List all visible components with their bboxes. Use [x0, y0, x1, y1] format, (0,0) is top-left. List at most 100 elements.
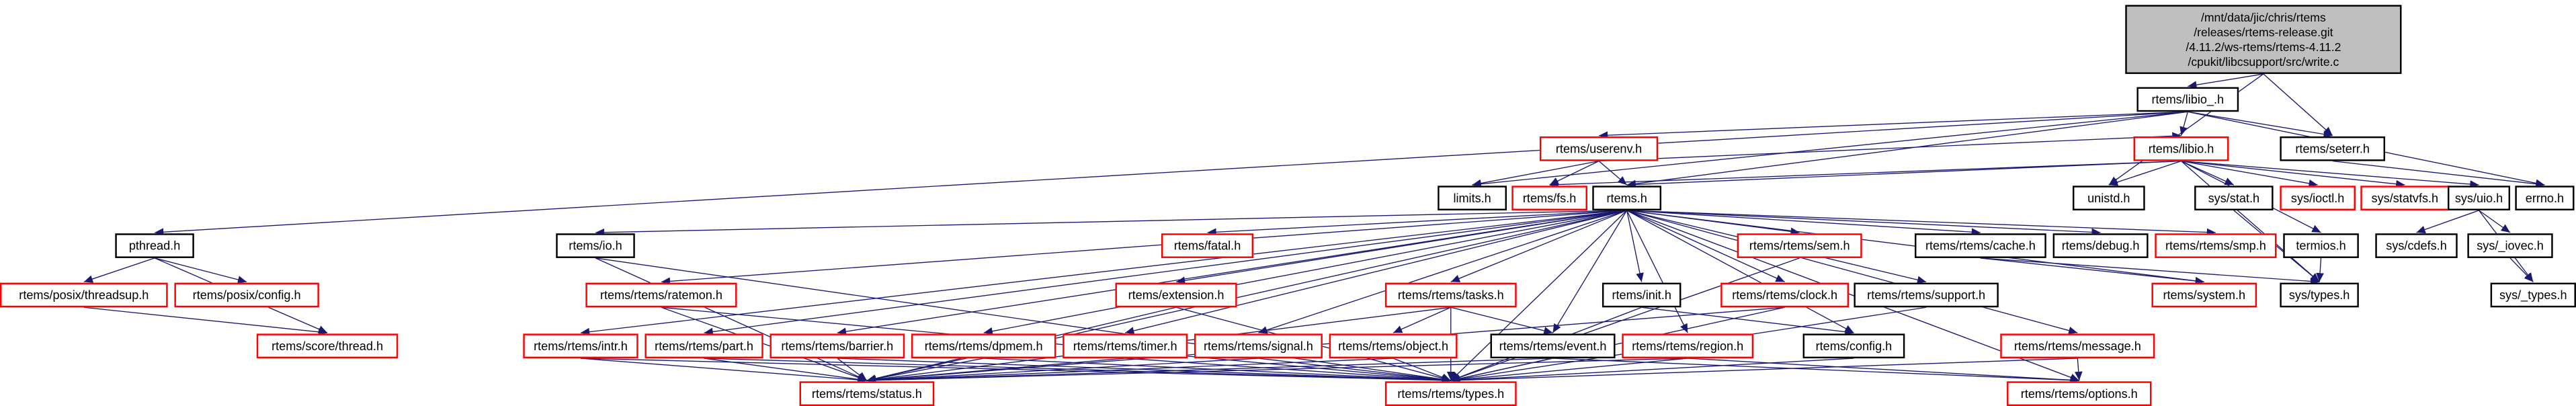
graph-node-libio_[interactable]: rtems/libio_.h [2136, 87, 2239, 112]
graph-edge-libio-sysstat [2181, 161, 2235, 186]
graph-node-sysiovec[interactable]: sys/_iovec.h [2467, 233, 2553, 258]
graph-edge-barrier-rtypes [837, 358, 1451, 384]
graph-node-object[interactable]: rtems/rtems/object.h [1329, 333, 1458, 359]
graph-node-sys_types[interactable]: sys/_types.h [2490, 282, 2576, 308]
graph-node-thread[interactable]: rtems/score/thread.h [256, 333, 399, 359]
graph-node-systypes[interactable]: sys/types.h [2280, 282, 2359, 308]
graph-node-libio[interactable]: rtems/libio.h [2133, 136, 2229, 161]
graph-edge-sysiovec-sys_types [2509, 257, 2534, 282]
graph-node-unistd[interactable]: unistd.h [2072, 186, 2145, 210]
graph-node-pthread[interactable]: pthread.h [115, 233, 194, 258]
graph-node-cache[interactable]: rtems/rtems/cache.h [1915, 233, 2046, 258]
graph-edge-libio_-userenv [1599, 111, 2188, 140]
graph-node-limits[interactable]: limits.h [1438, 186, 1507, 210]
graph-edge-region-rtypes [1450, 358, 1688, 384]
graph-edge-part-rtypes [704, 358, 1451, 384]
graph-node-smp[interactable]: rtems/rtems/smp.h [2155, 233, 2277, 258]
graph-edge-rtems_h-io [595, 210, 1627, 237]
graph-edge-rtems_h-ratemon [661, 210, 1627, 286]
graph-node-rtems_h[interactable]: rtems.h [1592, 186, 1662, 210]
graph-node-config[interactable]: rtems/config.h [1802, 333, 1905, 359]
graph-node-dpmem[interactable]: rtems/rtems/dpmem.h [911, 333, 1056, 359]
graph-edge-sysuio-sysiovec [2479, 210, 2511, 233]
graph-edge-object-rtypes [1393, 358, 1452, 381]
graph-node-signal[interactable]: rtems/rtems/signal.h [1194, 333, 1323, 359]
graph-edge-libio-fs [1549, 160, 2182, 189]
graph-edge-region-status [866, 358, 1688, 384]
graph-node-fs[interactable]: rtems/fs.h [1511, 186, 1587, 210]
graph-edge-message-options [2074, 358, 2083, 381]
graph-node-debug[interactable]: rtems/debug.h [2052, 233, 2149, 258]
graph-node-threadsup[interactable]: rtems/posix/threadsup.h [0, 282, 168, 308]
graph-edge-threadsup-thread [83, 307, 328, 336]
graph-node-posixconfig[interactable]: rtems/posix/config.h [174, 282, 319, 308]
graph-node-sysstat[interactable]: sys/stat.h [2194, 186, 2274, 210]
graph-edge-signal-status [866, 358, 1259, 384]
graph-edge-libio-systypes [2181, 161, 2320, 282]
graph-edge-rtems_h-config [1626, 210, 1854, 333]
graph-edge-cache-system [1980, 257, 2204, 285]
graph-edge-rtems_h-intr [580, 210, 1627, 336]
graph-edge-clock-status [866, 307, 1785, 384]
graph-node-barrier[interactable]: rtems/rtems/barrier.h [770, 333, 905, 359]
graph-node-support[interactable]: rtems/rtems/support.h [1854, 282, 1999, 308]
graph-node-message[interactable]: rtems/rtems/message.h [2000, 333, 2155, 359]
graph-edge-libio-sysstatvfs [2181, 160, 2405, 188]
graph-edge-seterr-errno [2332, 160, 2545, 188]
graph-node-syscdefs[interactable]: sys/cdefs.h [2375, 233, 2458, 258]
graph-edge-rtems_h-rtypes [1450, 210, 1628, 381]
graph-node-part[interactable]: rtems/rtems/part.h [645, 333, 763, 359]
graph-node-sem[interactable]: rtems/rtems/sem.h [1737, 233, 1862, 258]
graph-edge-main-libio_ [2188, 73, 2264, 89]
graph-edge-intr-status [580, 358, 867, 384]
graph-edge-main-seterr [2263, 73, 2333, 136]
graph-node-rtypes[interactable]: rtems/rtems/types.h [1384, 381, 1517, 406]
graph-edge-event-options [1552, 358, 2079, 384]
graph-node-tasks[interactable]: rtems/rtems/tasks.h [1384, 282, 1517, 308]
graph-node-region[interactable]: rtems/rtems/region.h [1622, 333, 1754, 359]
graph-node-main-file: /mnt/data/jic/chris/rtems /releases/rtem… [2125, 5, 2402, 75]
graph-node-errno[interactable]: errno.h [2515, 186, 2575, 210]
graph-edge-libio-sysioctl [2181, 160, 2318, 188]
graph-node-termios[interactable]: termios.h [2283, 233, 2359, 258]
graph-edge-rtems_h-sem [1626, 210, 1800, 236]
graph-node-init[interactable]: rtems/init.h [1602, 282, 1681, 308]
graph-node-extension[interactable]: rtems/extension.h [1115, 282, 1237, 308]
graph-node-sysuio[interactable]: sys/uio.h [2448, 186, 2511, 210]
graph-node-sysstatvfs[interactable]: sys/statvfs.h [2360, 186, 2450, 210]
graph-edge-init-config [1641, 307, 1854, 336]
graph-edge-libio_-rtems_h [1626, 111, 2188, 188]
graph-edge-message-rtypes [1450, 358, 2078, 384]
graph-edge-userenv-limits [1472, 160, 1599, 188]
graph-edge-libio-sysuio [2181, 160, 2479, 188]
graph-node-fatal[interactable]: rtems/fatal.h [1161, 233, 1254, 258]
graph-edge-rtems_h-cache [1626, 210, 1981, 237]
graph-node-clock[interactable]: rtems/rtems/clock.h [1720, 282, 1850, 308]
graph-node-intr[interactable]: rtems/rtems/intr.h [523, 333, 638, 359]
graph-edge-rtems_h-dpmem [983, 210, 1627, 335]
graph-node-userenv[interactable]: rtems/userenv.h [1539, 136, 1659, 161]
graph-edge-rtems_h-signal [1258, 210, 1627, 334]
graph-edge-termios-systypes [2316, 257, 2324, 282]
graph-edge-pthread-posixconfig [154, 257, 247, 284]
graph-node-timer[interactable]: rtems/rtems/timer.h [1063, 333, 1188, 359]
graph-node-system[interactable]: rtems/system.h [2151, 282, 2257, 308]
graph-node-ratemon[interactable]: rtems/rtems/ratemon.h [585, 282, 737, 308]
graph-edge-timer-rtypes [1125, 358, 1451, 384]
graph-edge-libio_-libio [2179, 112, 2188, 136]
graph-node-event[interactable]: rtems/rtems/event.h [1490, 333, 1616, 359]
graph-edge-rtems_h-event [1552, 210, 1628, 333]
graph-node-sysioctl[interactable]: sys/ioctl.h [2280, 186, 2356, 210]
graph-node-status[interactable]: rtems/rtems/status.h [799, 381, 935, 406]
graph-edge-sysuio-syscdefs [2416, 210, 2479, 234]
graph-edge-rtems_h-barrier [837, 210, 1627, 335]
graph-edge-libio_-seterr [2188, 111, 2333, 138]
graph-node-io[interactable]: rtems/io.h [556, 233, 635, 258]
graph-node-options[interactable]: rtems/rtems/options.h [2007, 381, 2152, 406]
graph-node-seterr[interactable]: rtems/seterr.h [2280, 136, 2386, 161]
graph-edge-rtems_h-tasks [1450, 210, 1627, 282]
graph-edge-tasks-object [1393, 307, 1452, 333]
graph-edge-clock-rtypes [1450, 307, 1785, 382]
